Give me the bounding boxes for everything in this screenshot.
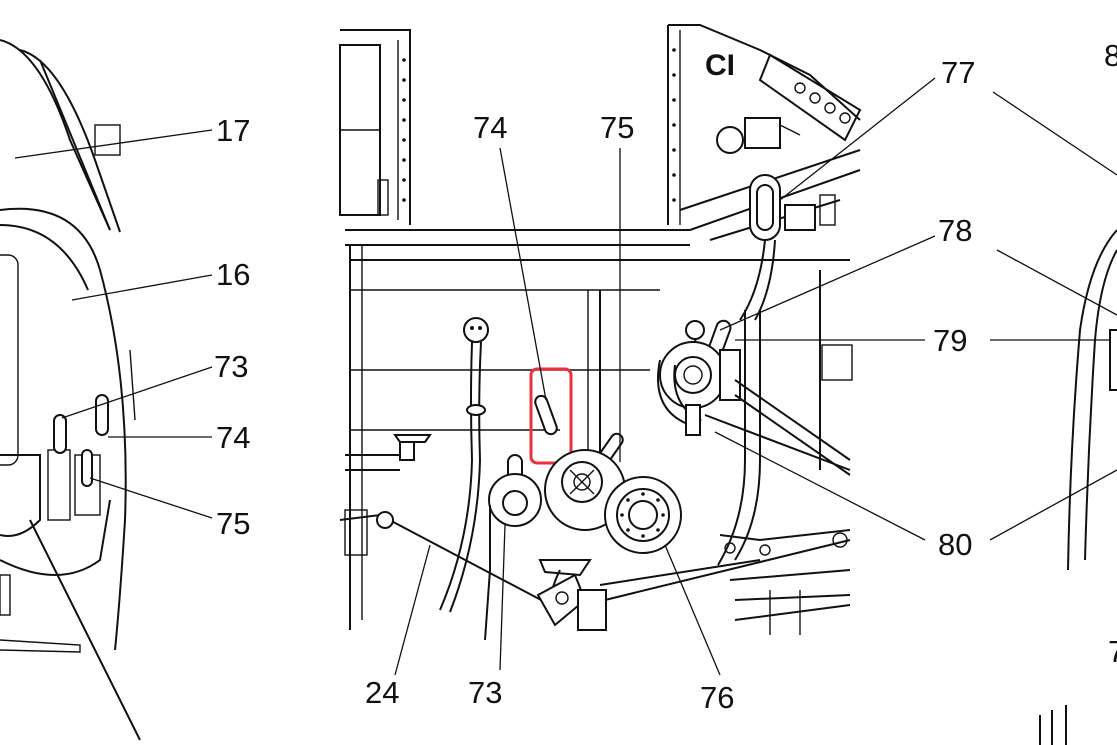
callout-78: 78 <box>938 213 972 248</box>
callout-75-center: 75 <box>600 110 634 145</box>
callout-80: 80 <box>938 527 972 562</box>
callout-73-left: 73 <box>214 349 248 384</box>
callout-17: 17 <box>216 113 250 148</box>
callout-75-left: 75 <box>216 506 250 541</box>
center-panel-drawing: CI <box>339 24 936 676</box>
callout-77: 77 <box>941 55 975 90</box>
callout-74-center: 74 <box>473 110 507 145</box>
callout-8-partial: 8 <box>1104 38 1117 73</box>
callout-79: 79 <box>933 323 967 358</box>
highlight-box-74 <box>529 367 573 465</box>
left-panel-drawing <box>0 39 213 741</box>
right-panel-drawing <box>989 91 1117 745</box>
callout-74-left: 74 <box>216 420 250 455</box>
callout-16: 16 <box>216 257 250 292</box>
callout-73-bottom: 73 <box>468 675 502 710</box>
callout-76: 76 <box>700 680 734 715</box>
panel-marking: CI <box>705 49 735 82</box>
callout-24: 24 <box>365 675 399 710</box>
callout-7-partial: 7 <box>1108 634 1117 669</box>
